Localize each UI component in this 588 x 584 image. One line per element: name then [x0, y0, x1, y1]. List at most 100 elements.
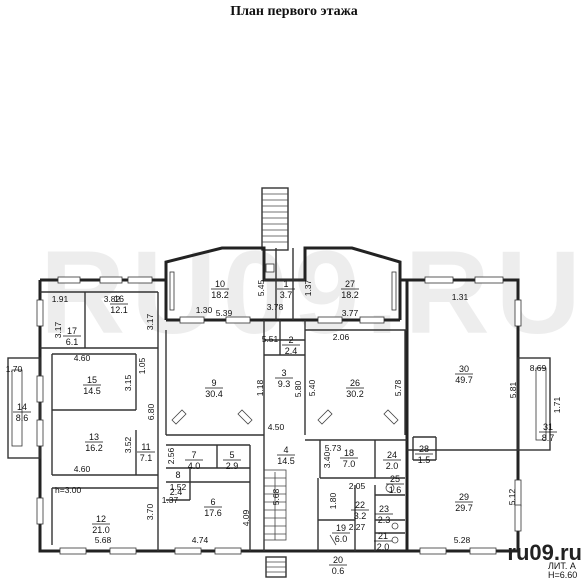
room-4: 414.5 — [277, 445, 295, 466]
dimension-label: 5.68 — [271, 488, 281, 505]
room-area: 3.7 — [280, 290, 293, 300]
room-number: 10 — [215, 279, 225, 289]
dimension-label: 4.74 — [192, 535, 209, 545]
room-5: 52.9 — [223, 450, 241, 471]
room-area: 6.1 — [66, 337, 79, 347]
dimension-label: 5.12 — [507, 488, 517, 505]
room-area: 8.7 — [542, 433, 555, 443]
dimension-label: 3.15 — [123, 374, 133, 391]
room-24: 242.0 — [383, 450, 401, 471]
litera-label: ЛИТ. А — [548, 561, 576, 571]
dimension-label: 4.60 — [74, 353, 91, 363]
room-area: 0.6 — [332, 566, 345, 576]
dimension-label: 5.78 — [393, 379, 403, 396]
room-31: 318.7 — [539, 422, 557, 443]
room-14: 148.6 — [13, 402, 31, 423]
room-area: 4.0 — [188, 461, 201, 471]
room-area: 2.0 — [377, 542, 390, 552]
dimension-label: 2.27 — [349, 522, 366, 532]
room-area: 21.0 — [92, 525, 110, 535]
north-stair — [261, 187, 289, 251]
room8-area-part: 2.4 — [170, 487, 183, 497]
litera-block: ЛИТ. А H=6.60 — [548, 562, 577, 580]
dimension-label: 1.18 — [255, 379, 265, 396]
dimension-label: 5.80 — [293, 380, 303, 397]
room-area: 29.7 — [455, 503, 473, 513]
room-25: 251.6 — [386, 474, 404, 495]
room-28: 281.5 — [415, 444, 433, 465]
room-number: 21 — [378, 531, 388, 541]
room-8: 8 — [175, 470, 180, 480]
room-area: 18.2 — [341, 290, 359, 300]
room-number: 25 — [390, 474, 400, 484]
room-number: 24 — [387, 450, 397, 460]
room-21: 212.0 — [374, 531, 392, 552]
room-area: 8.6 — [16, 413, 29, 423]
room-20: 200.6 — [329, 555, 347, 576]
room-6: 617.6 — [204, 497, 222, 518]
room-area: 30.2 — [346, 389, 364, 399]
dimension-label: 3.52 — [123, 436, 133, 453]
room-number: 23 — [379, 504, 389, 514]
room-area: 2.4 — [285, 346, 298, 356]
room-number: 20 — [333, 555, 343, 565]
room-number: 9 — [211, 378, 216, 388]
room-number: 16 — [114, 294, 124, 304]
room-number: 17 — [67, 326, 77, 336]
room-number: 30 — [459, 364, 469, 374]
dimension-label: 3.17 — [145, 313, 155, 330]
dimension-label: 5.40 — [307, 379, 317, 396]
room-area: 18.2 — [211, 290, 229, 300]
dimension-label: 8.69 — [530, 363, 547, 373]
room-number: 27 — [345, 279, 355, 289]
room-9: 930.4 — [205, 378, 223, 399]
room-area: 14.5 — [277, 456, 295, 466]
room-area: 16.2 — [85, 443, 103, 453]
room-area: 7.1 — [140, 453, 153, 463]
room-number: 22 — [355, 500, 365, 510]
room-area: 6.0 — [335, 534, 348, 544]
dimension-label: 1.52 — [170, 482, 187, 492]
room-1: 13.7 — [277, 279, 295, 300]
room-area: 1.5 — [418, 455, 431, 465]
room-labels: 13.722.439.3414.552.9617.674.08930.41018… — [13, 279, 557, 576]
room-number: 13 — [89, 432, 99, 442]
room-number: 28 — [419, 444, 429, 454]
dimension-label: 3.82 — [104, 294, 121, 304]
room-area: 1.6 — [389, 485, 402, 495]
room-area: 2.9 — [226, 461, 239, 471]
dimension-label: 5.28 — [454, 535, 471, 545]
dimension-label: 4.09 — [241, 509, 251, 526]
room-number: 2 — [288, 335, 293, 345]
dimension-label: 4.60 — [74, 464, 91, 474]
dimension-label: 5.81 — [508, 381, 518, 398]
height-label: H=6.60 — [548, 570, 578, 580]
room-number: 26 — [350, 378, 360, 388]
room-number: 3 — [281, 368, 286, 378]
dimension-label: 3.78 — [267, 302, 284, 312]
interior-stair — [263, 469, 287, 541]
dimension-label: 4.50 — [268, 422, 285, 432]
dimension-label: 5.73 — [325, 443, 342, 453]
side-bays — [7, 357, 551, 459]
room-18: 187.0 — [340, 448, 358, 469]
room-number: 29 — [459, 492, 469, 502]
dimension-label: 1.31 — [452, 292, 469, 302]
room-area: 12.1 — [110, 305, 128, 315]
room-number: 6 — [210, 497, 215, 507]
plan-title: План первого этажа — [230, 4, 358, 19]
fixtures — [171, 409, 399, 546]
dimension-label: 1.71 — [552, 396, 562, 413]
dimension-label: 5.51 — [262, 334, 279, 344]
room-area: 9.3 — [278, 379, 291, 389]
south-stair — [265, 556, 287, 578]
site-logo: ru09.ru — [507, 540, 582, 565]
dimension-label: 2.56 — [166, 447, 176, 464]
room-number: 14 — [17, 402, 27, 412]
